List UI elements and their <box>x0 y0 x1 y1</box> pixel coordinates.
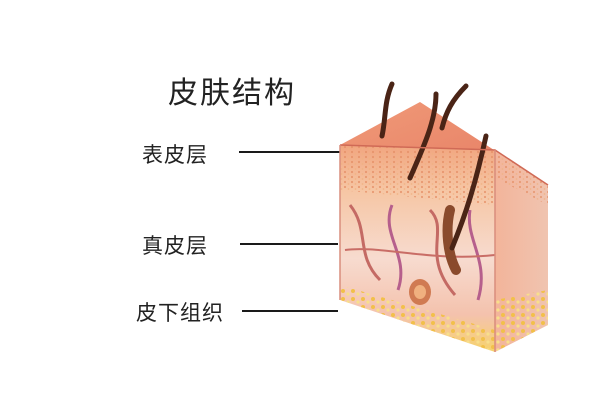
label-dermis: 真皮层 <box>142 234 208 258</box>
diagram-title: 皮肤结构 <box>168 76 296 111</box>
skin-block-outlines <box>339 144 549 352</box>
leader-line-dermis <box>240 243 338 245</box>
skin-block-top-face <box>340 102 548 185</box>
skin-block-side-face <box>495 150 548 352</box>
leader-line-subcutaneous <box>242 310 338 312</box>
label-subcutaneous: 皮下组织 <box>136 301 224 325</box>
skin-block-front-face <box>340 145 496 352</box>
leader-line-epidermis <box>239 151 341 153</box>
label-epidermis: 表皮层 <box>142 143 208 167</box>
